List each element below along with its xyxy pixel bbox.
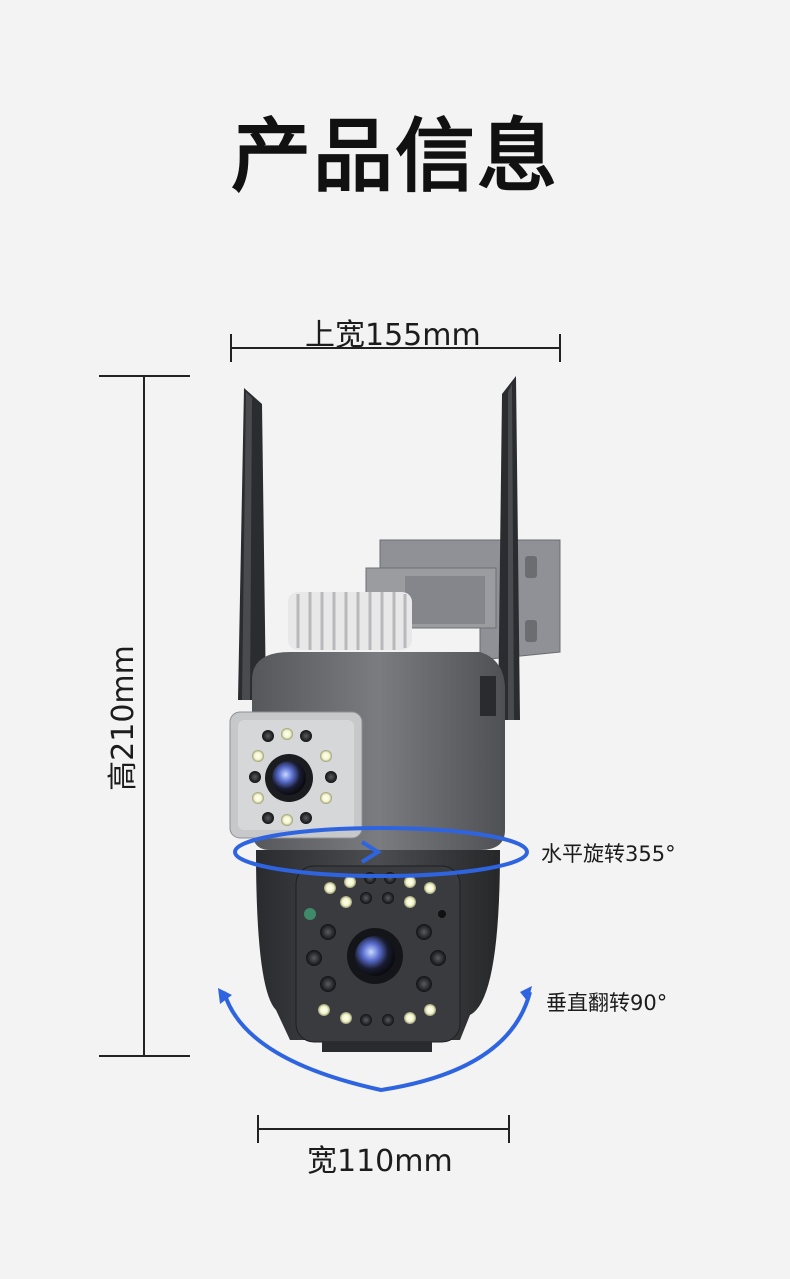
height-dimension-line xyxy=(99,375,190,1057)
horizontal-rotation-arrow xyxy=(233,826,529,878)
left-antenna xyxy=(238,388,266,700)
right-antenna xyxy=(498,376,520,720)
heat-sink xyxy=(288,592,412,650)
vertical-rotation-label: 垂直翻转90° xyxy=(546,991,668,1015)
horizontal-rotation-label: 水平旋转355° xyxy=(541,842,676,866)
lower-camera-module xyxy=(295,865,461,1052)
vertical-rotation-arrow xyxy=(218,986,532,1093)
upper-camera-module xyxy=(229,711,363,839)
top-width-dimension-line xyxy=(230,334,561,362)
bottom-width-dimension-line xyxy=(257,1115,510,1143)
page-title: 产品信息 xyxy=(231,110,559,203)
bottom-width-label: 宽110mm xyxy=(307,1144,453,1179)
